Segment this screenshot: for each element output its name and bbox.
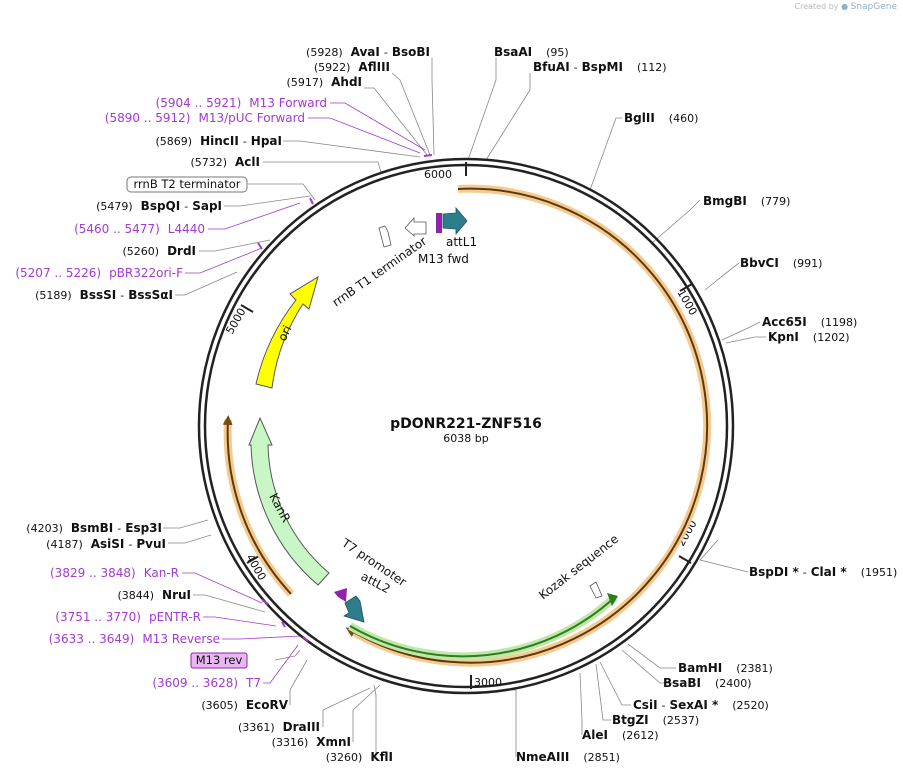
m13-rev-boxed-label: M13 rev [196, 653, 243, 667]
site-label: BbvCI(991) [740, 256, 822, 270]
kanr-arrow [248, 416, 330, 586]
site-label: BfuAI-BspMI(112) [533, 60, 667, 74]
snapgene-credit: Created by ● SnapGene [795, 2, 898, 12]
site-label: BtgZI(2537) [612, 713, 699, 727]
rrnb-t1-label: rrnB T1 terminator [330, 234, 430, 310]
site-label: (5928)AvaI-BsoBI [306, 45, 430, 59]
primer-label: (5460 .. 5477)L4440 [74, 222, 205, 236]
primer-label: (3633 .. 3649)M13 Reverse [49, 632, 220, 646]
primer-label: (3751 .. 3770)pENTR-R [55, 610, 201, 624]
attl1-label: attL1 [446, 235, 477, 249]
attl1-arrow [442, 206, 468, 236]
label-leader-lines [163, 58, 766, 757]
site-label: (5732)AclI [190, 155, 260, 169]
rrnb-t1-arrow [378, 225, 392, 248]
site-label: (4203)BsmBI-Esp3I [26, 521, 162, 535]
kozak-marker [589, 581, 603, 599]
tick-marks [240, 162, 693, 689]
site-label: (5189)BssSI-BssSαI [35, 288, 173, 302]
m13-rev-box [190, 652, 248, 669]
site-label: Acc65I(1198) [762, 315, 857, 329]
plasmid-size: 6038 bp [443, 432, 488, 445]
rrnb-t2-box [126, 176, 248, 193]
ori-arrow [255, 275, 319, 389]
backbone-outer-strand [197, 157, 735, 695]
site-label: (3361)DraIII [238, 720, 320, 734]
site-label: (5479)BspQI-SapI [96, 199, 222, 213]
orf-arrowhead [607, 593, 618, 606]
site-label: (3605)EcoRV [201, 698, 288, 712]
primer-label: (3829 .. 3848)Kan-R [50, 566, 179, 580]
ori-label: ori [275, 323, 294, 343]
site-label: BglII(460) [624, 111, 698, 125]
tick-label-3000: 3000 [474, 676, 502, 689]
site-label: CsiI-SexAI *(2520) [633, 698, 769, 712]
site-label: (3260)KflI [326, 750, 393, 764]
credit-brand: SnapGene [850, 2, 897, 12]
plasmid-name: pDONR221-ZNF516 [390, 416, 542, 432]
primer-label: (5904 .. 5921)M13 Forward [156, 96, 327, 110]
site-label: (5260)DrdI [122, 244, 196, 258]
site-label: (5917)AhdI [287, 75, 362, 89]
site-label: KpnI(1202) [768, 330, 849, 344]
site-labels-left: (5928)AvaI-BsoBI (5922)AflIII (5917)AhdI… [26, 45, 430, 764]
site-label: AleI(2612) [582, 728, 659, 742]
kozak-label: Kozak sequence [536, 532, 621, 603]
feature-arc-orange [345, 187, 709, 664]
snapgene-logo-icon: ● [841, 2, 849, 11]
site-label: (3316)XmnI [272, 735, 351, 749]
site-label: BamHI(2381) [678, 661, 773, 675]
site-label: (4187)AsiSI-PvuI [46, 537, 166, 551]
site-label: NmeAIII(2851) [516, 750, 620, 764]
site-labels-right: BsaAI(95) BfuAI-BspMI(112) BglII(460) Bm… [494, 45, 897, 764]
rrnb-t2-boxed-label: rrnB T2 terminator [134, 177, 241, 191]
primer-label: (5207 .. 5226)pBR322ori-F [15, 266, 183, 280]
attl2-arrow [343, 595, 365, 623]
feature-arc-orange-left [222, 415, 292, 595]
site-label: BmgBI(779) [703, 194, 790, 208]
site-label: (5869)HincII-HpaI [155, 134, 282, 148]
rrnb-t2-arrow [404, 216, 427, 237]
primer-leader-lines [182, 102, 426, 684]
credit-prefix: Created by [794, 2, 839, 11]
primer-ring-marks [257, 154, 433, 642]
site-label: BsaAI(95) [494, 45, 569, 59]
site-label: BsaBI(2400) [663, 676, 752, 690]
tick-label-6000: 6000 [424, 168, 452, 181]
attl2-marker [334, 588, 347, 602]
m13-fwd-marker [436, 213, 442, 233]
primer-label: (3609 .. 3628)T7 [152, 676, 261, 690]
site-label: (5922)AflIII [314, 60, 390, 74]
m13-fwd-label: M13 fwd [418, 252, 469, 266]
primer-labels: (5904 .. 5921)M13 Forward (5890 .. 5912)… [15, 96, 327, 690]
orf-arc [349, 596, 616, 658]
site-label: BspDI *-ClaI *(1951) [749, 565, 897, 579]
site-label: (3844)NruI [117, 588, 191, 602]
primer-label: (5890 .. 5912)M13/pUC Forward [105, 111, 305, 125]
